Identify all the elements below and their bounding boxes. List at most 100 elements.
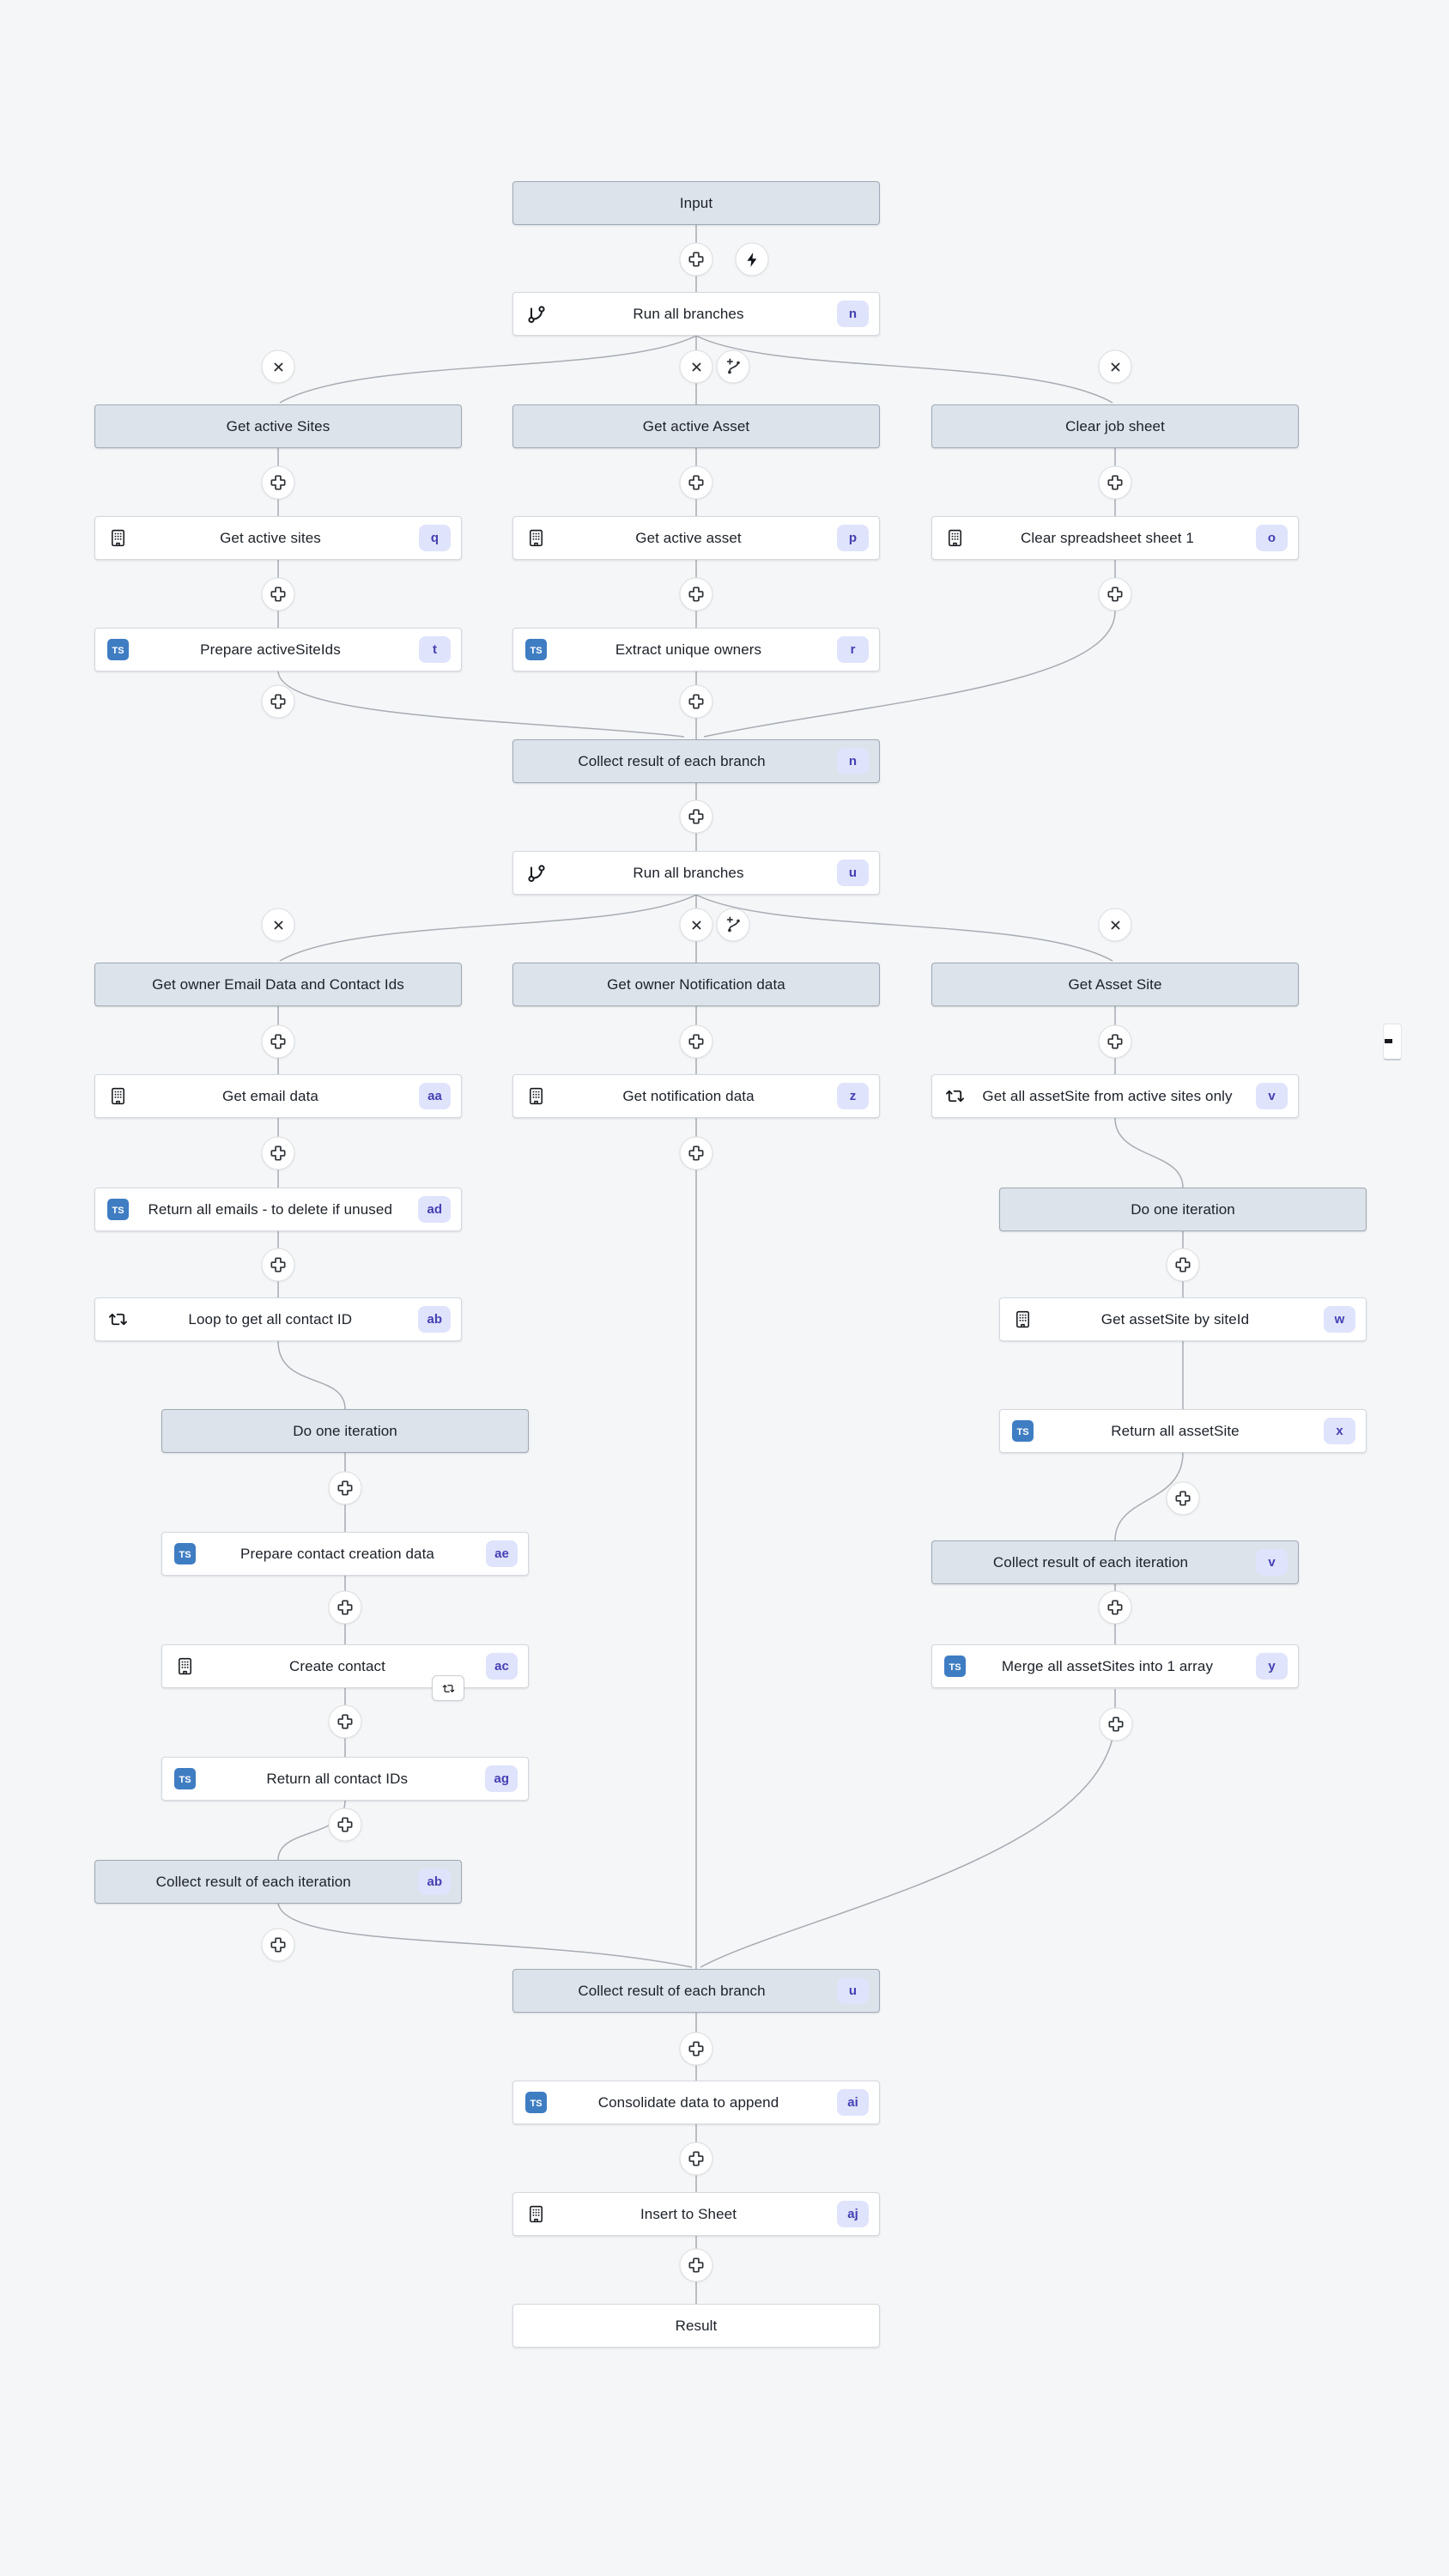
node-collect-branch-2[interactable]: Collect result of each branch u	[512, 1969, 880, 2013]
node-prepare-contact-creation[interactable]: TS Prepare contact creation data ae	[161, 1532, 529, 1576]
insert-step-button[interactable]	[1098, 577, 1132, 611]
plus-icon	[1174, 1256, 1192, 1274]
plus-icon	[688, 2150, 706, 2168]
insert-step-button[interactable]	[261, 1136, 295, 1170]
add-branch-button[interactable]	[716, 908, 750, 942]
node-result[interactable]: Result	[512, 2304, 880, 2348]
node-collect-branch-1[interactable]: Collect result of each branch n	[512, 739, 880, 783]
node-consolidate-data[interactable]: TS Consolidate data to append ai	[512, 2081, 880, 2124]
node-input[interactable]: Input	[512, 181, 880, 225]
plus-icon	[270, 586, 288, 604]
insert-step-button[interactable]	[679, 1024, 713, 1059]
node-return-contact-ids[interactable]: TS Return all contact IDs ag	[161, 1757, 529, 1801]
node-get-active-asset[interactable]: Get active asset p	[512, 516, 880, 560]
building-icon	[525, 1085, 547, 1107]
insert-step-button[interactable]	[328, 1590, 362, 1625]
insert-step-button[interactable]	[1166, 1481, 1200, 1516]
insert-step-button[interactable]	[261, 1248, 295, 1282]
insert-step-button[interactable]	[679, 2248, 713, 2282]
node-label: Run all branches	[633, 305, 744, 322]
add-branch-button[interactable]	[716, 349, 750, 384]
insert-step-button[interactable]	[328, 1471, 362, 1505]
building-icon	[174, 1656, 196, 1677]
building-icon	[525, 527, 547, 549]
node-label: Extract unique owners	[615, 641, 762, 658]
building-icon	[944, 527, 966, 549]
insert-step-button[interactable]	[261, 1928, 295, 1962]
node-label: Prepare activeSiteIds	[200, 641, 341, 658]
step-id-badge: v	[1256, 1549, 1288, 1576]
branch-header-clear-job-sheet[interactable]: Clear job sheet	[931, 404, 1299, 448]
insert-step-button[interactable]	[679, 577, 713, 611]
node-merge-assetsites[interactable]: TS Merge all assetSites into 1 array y	[931, 1644, 1299, 1688]
remove-branch-button[interactable]	[261, 349, 295, 384]
insert-step-button[interactable]	[1099, 1707, 1133, 1741]
remove-branch-button[interactable]	[1098, 349, 1132, 384]
insert-step-button[interactable]	[328, 1704, 362, 1739]
plus-icon	[1106, 1033, 1125, 1051]
iteration-header-right[interactable]: Do one iteration	[999, 1188, 1367, 1231]
plus-icon	[1106, 1599, 1125, 1617]
insert-step-button[interactable]	[328, 1807, 362, 1842]
branch-header-get-asset-site[interactable]: Get Asset Site	[931, 963, 1299, 1006]
remove-branch-button[interactable]	[261, 908, 295, 942]
iteration-header-left[interactable]: Do one iteration	[161, 1409, 529, 1453]
node-collect-iteration-right[interactable]: Collect result of each iteration v	[931, 1540, 1299, 1584]
node-insert-to-sheet[interactable]: Insert to Sheet aj	[512, 2192, 880, 2236]
node-loop-get-contact-id[interactable]: Loop to get all contact ID ab	[94, 1297, 462, 1341]
insert-step-button[interactable]	[1098, 465, 1132, 500]
node-collect-iteration-left[interactable]: Collect result of each iteration ab	[94, 1860, 462, 1904]
insert-step-button[interactable]	[679, 684, 713, 719]
insert-step-button[interactable]	[1166, 1248, 1200, 1282]
branch-header-get-active-asset[interactable]: Get active Asset	[512, 404, 880, 448]
collapsed-panel-handle[interactable]	[1383, 1024, 1402, 1060]
node-get-email-data[interactable]: Get email data aa	[94, 1074, 462, 1118]
insert-step-button[interactable]	[1098, 1590, 1132, 1625]
panel-handle-dash	[1385, 1039, 1392, 1043]
node-get-active-sites[interactable]: Get active sites q	[94, 516, 462, 560]
zap-icon	[743, 251, 761, 268]
insert-step-button[interactable]	[261, 684, 295, 719]
retry-loop-chip[interactable]	[432, 1675, 464, 1701]
node-run-all-branches-2[interactable]: Run all branches u	[512, 851, 880, 895]
node-get-all-assetsite[interactable]: Get all assetSite from active sites only…	[931, 1074, 1299, 1118]
node-return-all-assetsite[interactable]: TS Return all assetSite x	[999, 1409, 1367, 1453]
close-icon	[270, 359, 286, 374]
remove-branch-button[interactable]	[679, 908, 713, 942]
insert-step-button[interactable]	[1098, 1024, 1132, 1059]
node-return-all-emails[interactable]: TS Return all emails - to delete if unus…	[94, 1188, 462, 1231]
remove-branch-button[interactable]	[679, 349, 713, 384]
insert-step-button[interactable]	[679, 465, 713, 500]
node-prepare-activesiteids[interactable]: TS Prepare activeSiteIds t	[94, 628, 462, 671]
node-run-all-branches-1[interactable]: Run all branches n	[512, 292, 880, 336]
insert-step-button[interactable]	[261, 1024, 295, 1059]
node-create-contact[interactable]: Create contact ac	[161, 1644, 529, 1688]
node-label: Loop to get all contact ID	[188, 1310, 353, 1327]
typescript-icon: TS	[944, 1656, 966, 1677]
insert-step-button[interactable]	[679, 2032, 713, 2066]
insert-step-button[interactable]	[261, 577, 295, 611]
insert-step-button[interactable]	[679, 2142, 713, 2176]
insert-step-button[interactable]	[679, 799, 713, 834]
node-extract-unique-owners[interactable]: TS Extract unique owners r	[512, 628, 880, 671]
trigger-button[interactable]	[735, 242, 769, 276]
typescript-icon: TS	[174, 1768, 196, 1789]
branch-header-get-active-sites[interactable]: Get active Sites	[94, 404, 462, 448]
node-label: Get active asset	[635, 529, 742, 546]
insert-step-button[interactable]	[679, 242, 713, 276]
node-get-assetsite-by-siteid[interactable]: Get assetSite by siteId w	[999, 1297, 1367, 1341]
git-branch-icon	[525, 303, 547, 325]
plus-icon	[1107, 1716, 1125, 1734]
node-get-notification-data[interactable]: Get notification data z	[512, 1074, 880, 1118]
typescript-icon: TS	[525, 639, 547, 660]
node-label: Input	[679, 194, 713, 211]
insert-step-button[interactable]	[679, 1136, 713, 1170]
branch-label: Get Asset Site	[1068, 975, 1162, 993]
remove-branch-button[interactable]	[1098, 908, 1132, 942]
insert-step-button[interactable]	[261, 465, 295, 500]
branch-label: Clear job sheet	[1065, 417, 1165, 434]
branch-header-owner-notification[interactable]: Get owner Notification data	[512, 963, 880, 1006]
node-clear-spreadsheet[interactable]: Clear spreadsheet sheet 1 o	[931, 516, 1299, 560]
branch-header-owner-email[interactable]: Get owner Email Data and Contact Ids	[94, 963, 462, 1006]
